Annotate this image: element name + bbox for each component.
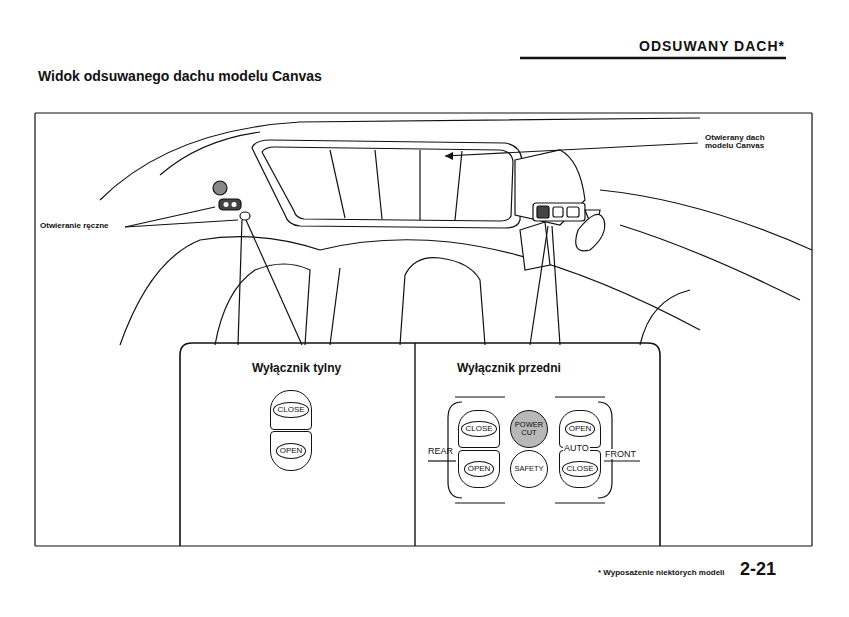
panel-title: Wyłącznik przedni <box>457 361 561 375</box>
rear-label: REAR <box>428 446 453 456</box>
button-text: CLOSE <box>562 461 597 477</box>
section-title: Widok odsuwanego dachu modelu Canvas <box>38 68 322 84</box>
power-cut-button: POWER CUT <box>510 410 548 448</box>
button-text: OPEN <box>276 443 307 459</box>
open-button: OPEN <box>270 431 312 471</box>
safety-button: SAFETY <box>510 450 548 488</box>
running-header: ODSUWANY DACH* <box>639 38 785 54</box>
auto-label: AUTO <box>563 443 590 453</box>
front-switch-panel: Wyłącznik przedniCLOSE POWER CUT OPEN OPEN S… <box>415 343 660 546</box>
rear-switch-panel: Wyłącznik tylnyCLOSE OPEN <box>180 343 415 546</box>
button-text: CLOSE <box>273 402 308 418</box>
close-button: CLOSE <box>559 450 601 488</box>
panel-title: Wyłącznik tylny <box>252 361 341 375</box>
button-text: OPEN <box>565 421 596 437</box>
button-text: OPEN <box>464 461 495 477</box>
close-button: CLOSE <box>270 390 312 430</box>
footnote: * Wyposażenie niektórych modeli <box>598 568 725 577</box>
page-number: 2-21 <box>740 559 776 580</box>
close-button: CLOSE <box>458 410 500 448</box>
button-text: CLOSE <box>461 421 496 437</box>
open-button: OPEN <box>458 450 500 488</box>
button-text: POWER CUT <box>514 421 544 437</box>
manual-open-label: Otwieranie ręczne <box>40 221 108 230</box>
roof-label: Otwierany dach modelu Canvas <box>705 134 775 151</box>
front-label: FRONT <box>604 449 637 459</box>
button-text: SAFETY <box>514 465 544 473</box>
